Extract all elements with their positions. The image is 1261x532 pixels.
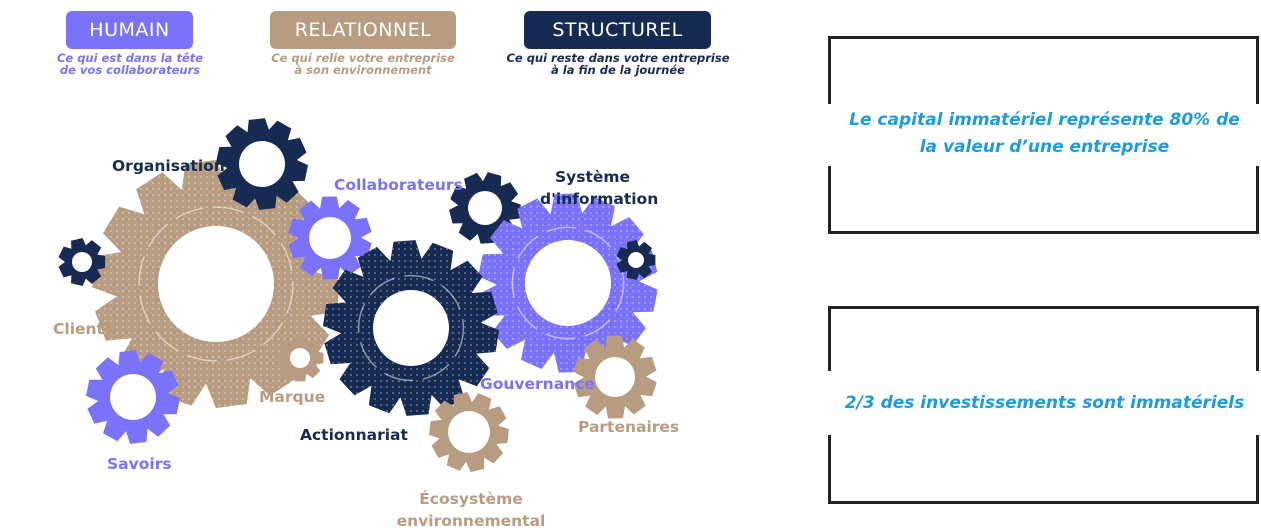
- gear-marque: [276, 334, 324, 382]
- gear-gouvernance: [478, 193, 658, 373]
- structurel-badge: STRUCTUREL: [524, 11, 711, 49]
- label-ecosysteme: Écosystème environnemental: [396, 490, 546, 530]
- gear-ecosysteme: [429, 392, 509, 472]
- gear-collaborateurs: [288, 196, 372, 280]
- label-marque: Marque: [259, 388, 326, 406]
- label-actionnariat: Actionnariat: [300, 426, 408, 444]
- gear-organisation: [216, 118, 308, 210]
- structurel-description: Ce qui reste dans votre entreprise à la …: [506, 51, 730, 77]
- stat-investissements: 2/3 des investissements sont immatériels: [844, 393, 1245, 413]
- relationnel-badge: RELATIONNEL: [270, 11, 456, 49]
- gear-actionnariat: [323, 240, 499, 416]
- label-savoirs: Savoirs: [107, 455, 172, 473]
- label-collaborateurs: Collaborateurs: [334, 176, 463, 194]
- gear-savoirs: [86, 350, 180, 444]
- stat-capital-immateriel: Le capital immatériel représente 80% de …: [849, 110, 1240, 157]
- relationnel-description: Ce qui relie votre entreprise à son envi…: [271, 51, 455, 77]
- gear-clients: [92, 160, 340, 408]
- gear-small-right: [616, 240, 656, 280]
- gear-small-left: [58, 238, 106, 286]
- humain-description: Ce qui est dans la tête de vos collabora…: [56, 51, 204, 77]
- label-organisation: Organisation: [112, 157, 225, 175]
- label-systeme-information: Système d'information: [540, 168, 659, 208]
- label-clients: Clients: [53, 320, 114, 338]
- gear-partenaires: [573, 335, 657, 419]
- label-gouvernance: Gouvernance: [480, 375, 595, 393]
- label-partenaires: Partenaires: [578, 418, 680, 436]
- gears-diagram: [58, 118, 658, 472]
- humain-badge: HUMAIN: [66, 11, 193, 49]
